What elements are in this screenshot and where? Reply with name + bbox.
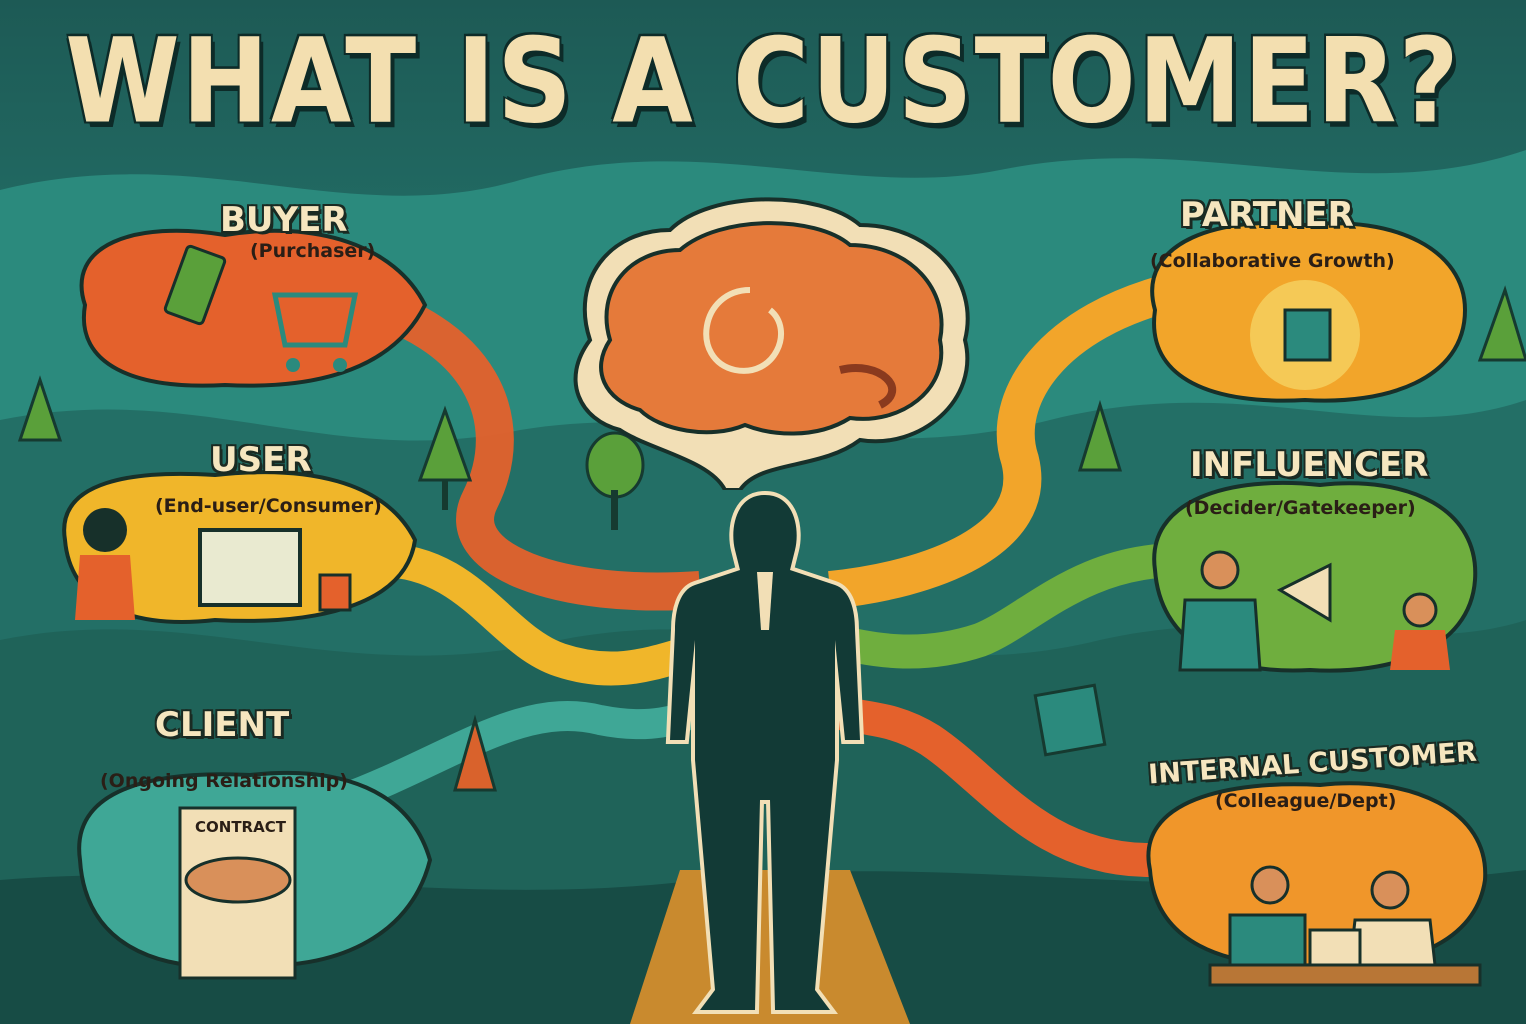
audience-icon — [1402, 592, 1438, 628]
woman-icon — [83, 508, 127, 552]
desk-icon — [1208, 963, 1482, 987]
client-sub: (Ongoing Relationship) — [100, 770, 348, 792]
laptop-icon — [1308, 928, 1362, 967]
internal-customer-blob — [1146, 781, 1488, 987]
money-icon — [163, 244, 227, 326]
partner-label: PARTNER — [1180, 195, 1354, 235]
influencer-blob — [1152, 480, 1478, 673]
coffee-mug-icon — [318, 573, 352, 612]
brain-icon — [573, 197, 970, 490]
customer-silhouette-icon — [665, 490, 865, 1014]
client-label: CLIENT — [155, 705, 290, 745]
user-sub: (End-user/Consumer) — [155, 495, 382, 517]
user-blob — [62, 470, 418, 624]
buyer-label: BUYER — [220, 200, 348, 240]
computer-icon — [198, 528, 302, 607]
contract-label: CONTRACT — [195, 818, 286, 836]
handshake-icon — [184, 856, 292, 904]
user-label: USER — [210, 440, 312, 480]
client-blob — [77, 770, 433, 980]
puzzle-icon — [1283, 308, 1332, 362]
internal-customer-sub: (Colleague/Dept) — [1215, 790, 1397, 812]
partner-blob — [1150, 220, 1468, 403]
megaphone-icon — [1276, 562, 1332, 623]
buyer-blob — [79, 228, 428, 388]
page-title: WHAT IS A CUSTOMER? — [65, 12, 1461, 150]
influencer-label: INFLUENCER — [1190, 445, 1429, 485]
partner-sub: (Collaborative Growth) — [1150, 250, 1395, 272]
influencer-sub: (Decider/Gatekeeper) — [1185, 497, 1416, 519]
buyer-sub: (Purchaser) — [250, 240, 376, 262]
shopping-cart-icon — [271, 292, 359, 348]
